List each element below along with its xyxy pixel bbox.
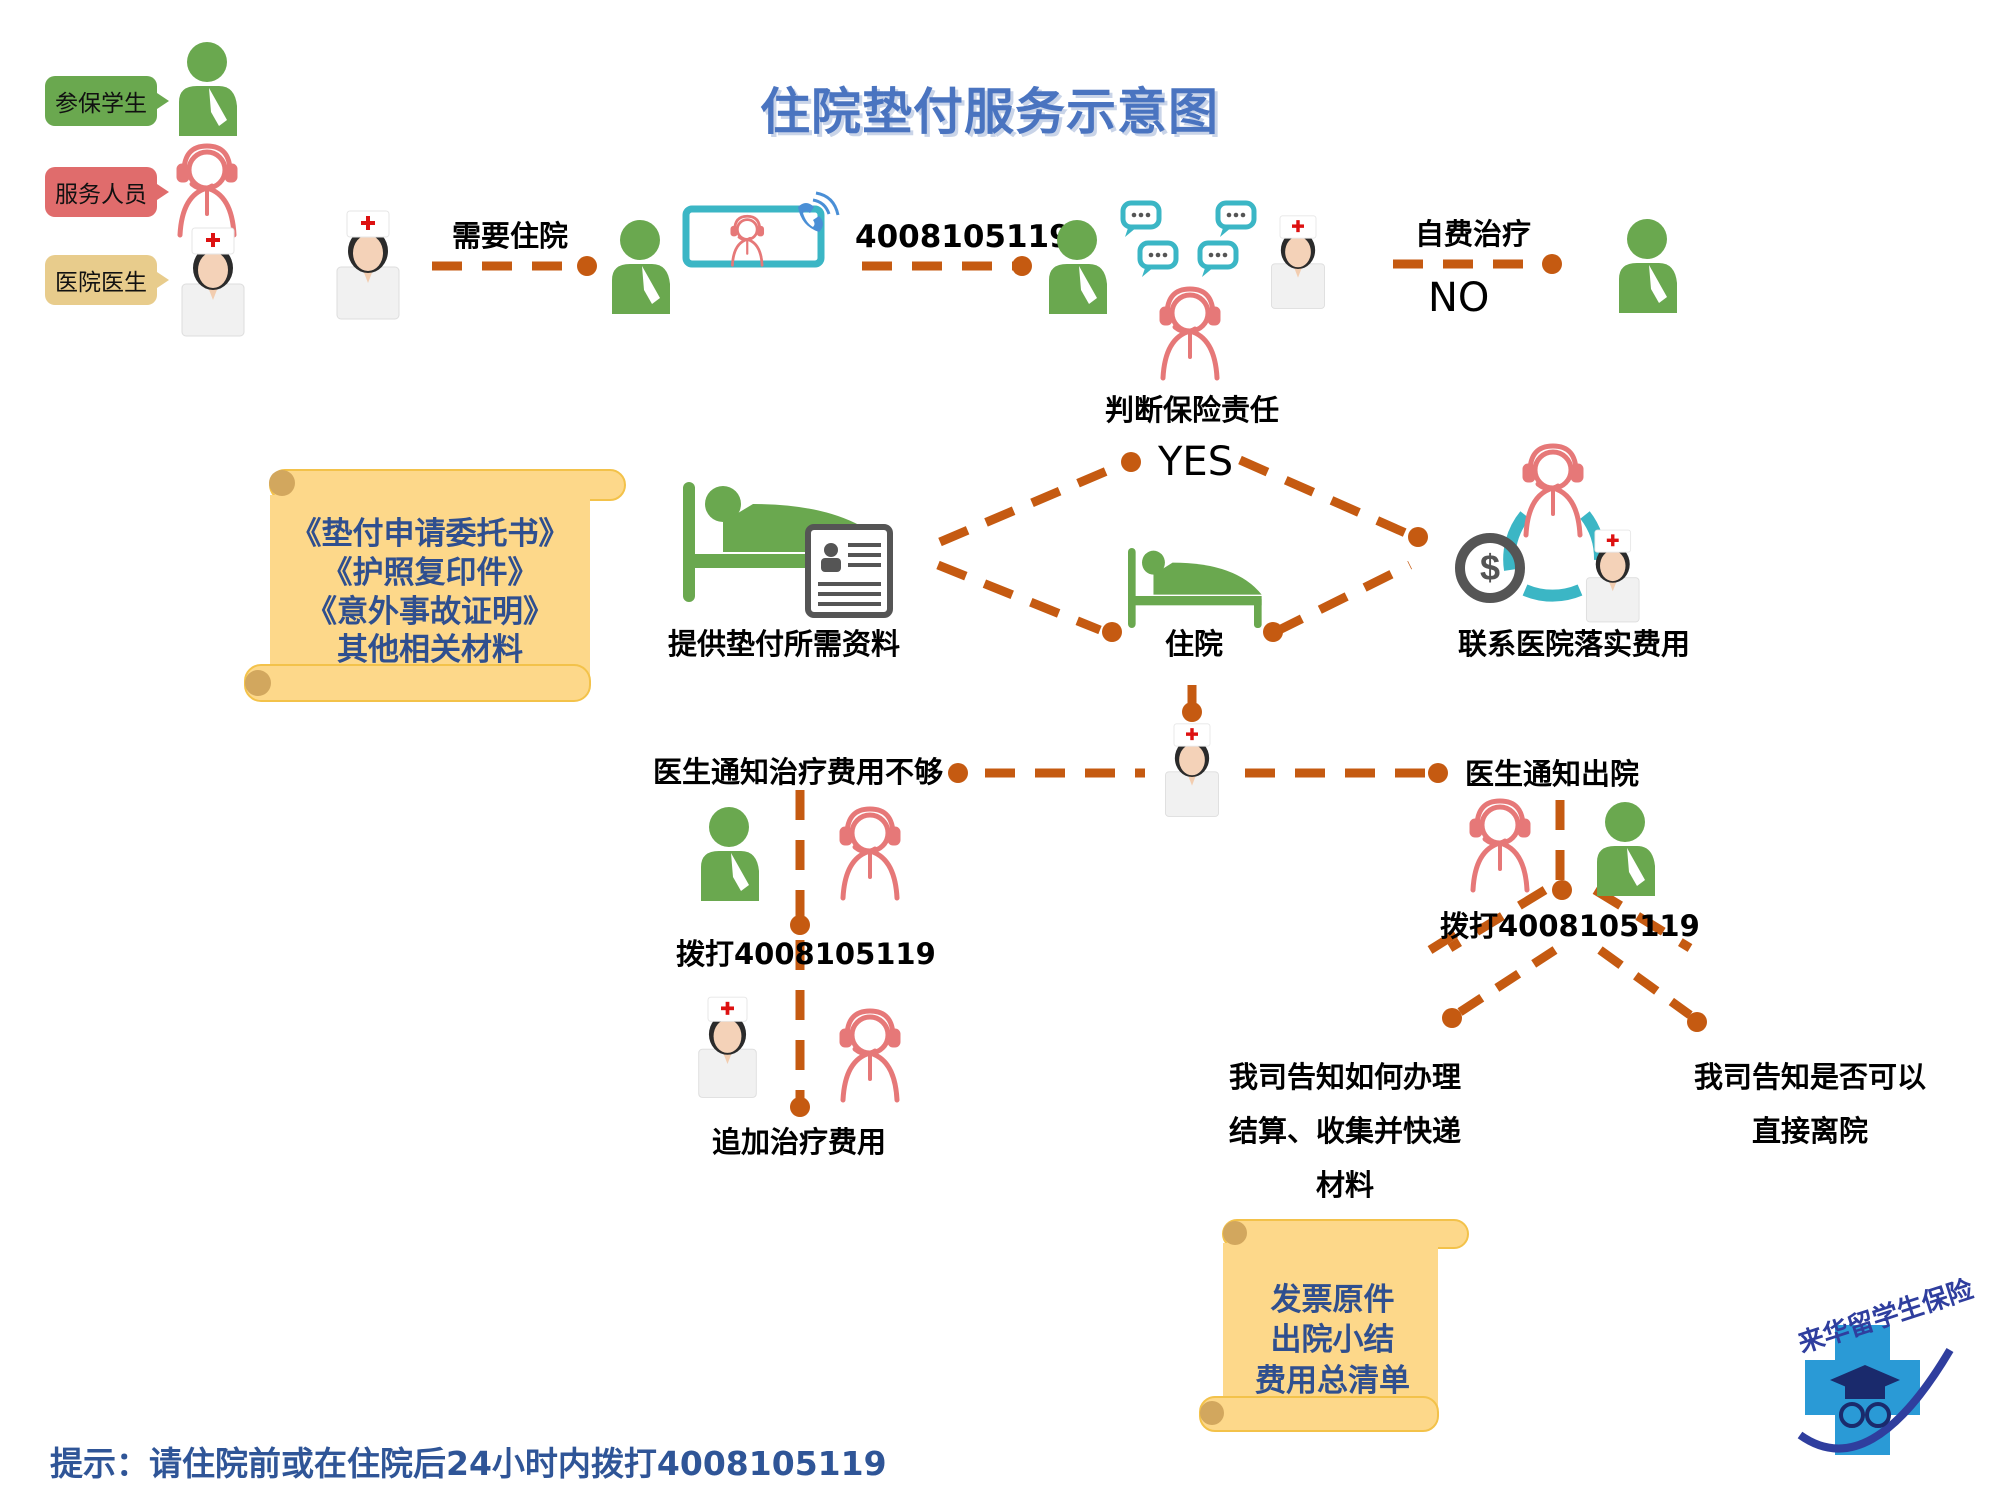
label-judge-liability: 判断保险责任 <box>1105 393 1280 427</box>
service-staff-icon <box>1150 283 1230 383</box>
label-hospitalize: 住院 <box>1165 627 1224 661</box>
service-staff-icon <box>835 1005 905 1105</box>
label-call-left: 拨打4008105119 <box>676 937 936 971</box>
connector-dot <box>1687 1012 1707 1032</box>
connector-left-down <box>936 560 1102 635</box>
legend-student-label: 参保学生 <box>45 76 169 126</box>
connector-yes-left-up <box>938 457 1130 547</box>
connector-dot <box>1263 622 1283 642</box>
label-call-right: 拨打4008105119 <box>1440 909 1700 943</box>
materials-scroll <box>244 469 626 702</box>
discharge-material-item: 发票原件 <box>1270 1282 1395 1318</box>
legend-staff-label: 服务人员 <box>45 167 169 217</box>
connector-dot <box>1182 702 1202 722</box>
discharge-material-item: 费用总清单 <box>1255 1362 1410 1399</box>
label-hotline: 4008105119 <box>855 219 1071 255</box>
phone-call-icon <box>682 191 840 268</box>
student-icon <box>1619 219 1677 313</box>
student-icon <box>612 220 670 314</box>
connector-dot <box>577 256 597 276</box>
label-discharge-notice: 医生通知出院 <box>1465 757 1640 791</box>
settlement-line: 我司告知如何办理 <box>1228 1060 1461 1094</box>
connector-dot <box>1012 256 1032 276</box>
connector-dot <box>1542 254 1562 274</box>
connector-dot <box>1121 452 1141 472</box>
student-icon <box>701 807 759 901</box>
label-no: NO <box>1428 275 1490 321</box>
connector-dot <box>1428 763 1448 783</box>
doctor-icon <box>336 210 400 320</box>
student-icon <box>1049 220 1107 314</box>
materials-item: 《护照复印件》 <box>321 554 539 591</box>
hospital-bed-icon <box>1128 548 1262 628</box>
chat-bubble-icon <box>1123 203 1163 239</box>
doctor-icon <box>1165 723 1219 817</box>
direct-discharge-instructions: 我司告知是否可以 直接离院 <box>1690 1050 1930 1158</box>
connector-branch-left <box>1427 921 1473 954</box>
chat-bubble-icon <box>1218 203 1258 239</box>
doctor-icon <box>698 996 757 1098</box>
materials-item: 其他相关材料 <box>337 632 523 669</box>
discharge-materials-list: 发票原件 出院小结 费用总清单 <box>1225 1280 1440 1401</box>
legend-doctor-label: 医院医生 <box>45 255 169 305</box>
service-staff-icon <box>1465 795 1535 895</box>
connector-dot <box>790 1097 810 1117</box>
connector-yes-right-up <box>1238 455 1412 540</box>
connector-dot <box>790 915 810 935</box>
bed-document-icon <box>683 482 893 618</box>
chat-bubble-icon <box>1140 243 1180 279</box>
connector-dot <box>1408 527 1428 547</box>
svg-text:$: $ <box>1480 547 1500 588</box>
direct-line: 我司告知是否可以 <box>1693 1060 1926 1094</box>
discharge-material-item: 出院小结 <box>1270 1322 1395 1359</box>
footer-hint: 提示：请住院前或在住院后24小时内拨打4008105119 <box>50 1444 887 1483</box>
connector-dot <box>1442 1008 1462 1028</box>
label-self-pay: 自费治疗 <box>1415 217 1532 251</box>
settlement-instructions: 我司告知如何办理 结算、收集并快递 材料 <box>1225 1050 1465 1212</box>
direct-line: 直接离院 <box>1751 1114 1868 1148</box>
contact-hospital-icon: $ <box>1455 440 1640 623</box>
label-insufficient-funds: 医生通知治疗费用不够 <box>653 755 944 789</box>
doctor-icon <box>1271 215 1325 309</box>
settlement-line: 结算、收集并快递 <box>1228 1114 1461 1148</box>
connector-dot <box>1552 880 1572 900</box>
insurance-logo: 来华留学生保险 <box>1794 1273 1978 1455</box>
settlement-line: 材料 <box>1315 1168 1374 1202</box>
label-provide-materials: 提供垫付所需资料 <box>668 627 901 661</box>
chat-bubble-icon <box>1200 243 1240 279</box>
connector-dot <box>948 763 968 783</box>
connector-right-down <box>1272 560 1413 637</box>
connector-dot <box>1102 622 1122 642</box>
label-yes: YES <box>1158 439 1234 485</box>
page-title: 住院垫付服务示意图 <box>760 83 1219 141</box>
materials-item: 《垫付申请委托书》 <box>290 516 570 552</box>
label-need-hospitalization: 需要住院 <box>452 219 569 253</box>
service-staff-icon <box>835 803 905 903</box>
materials-item: 《意外事故证明》 <box>306 593 554 630</box>
materials-list: 《垫付申请委托书》 《护照复印件》 《意外事故证明》 其他相关材料 <box>270 515 590 670</box>
student-icon <box>1597 802 1655 896</box>
connector-branch-left-2 <box>1447 886 1548 952</box>
connector-branch-right <box>1592 886 1693 952</box>
label-contact-hospital: 联系医院落实费用 <box>1458 627 1691 661</box>
discharge-scroll <box>1199 1219 1469 1432</box>
label-add-funds: 追加治疗费用 <box>712 1125 887 1159</box>
